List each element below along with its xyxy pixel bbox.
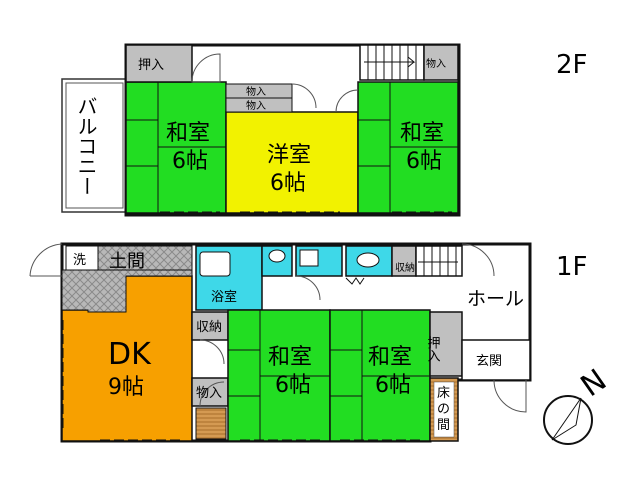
shuno-mid-label: 収納 xyxy=(196,320,222,335)
youshitsu-line2: 6帖 xyxy=(270,171,306,196)
oshiire-2f-label: 押入 xyxy=(138,58,164,73)
compass xyxy=(543,395,593,445)
floor-label-1f: 1F xyxy=(556,252,588,282)
dk-label-line1: DK xyxy=(108,337,152,372)
second-floor xyxy=(61,43,461,217)
washitsu-b-line1: 和室 xyxy=(368,345,412,370)
youshitsu-2f xyxy=(225,111,359,214)
monoire-1f xyxy=(191,377,229,407)
oshiire-1f-label: 押入 xyxy=(425,336,441,362)
sentaku-box xyxy=(65,245,99,271)
doma-label: 土間 xyxy=(109,251,145,272)
monoire-center-2-label: 物入 xyxy=(246,99,266,112)
sentaku-label: 洗 xyxy=(73,253,86,268)
washitsu-right-2f-line2: 6帖 xyxy=(406,149,442,174)
hall-label: ホール xyxy=(467,288,524,310)
tokonoma-label-1: 床 xyxy=(437,386,450,401)
shuno-mid xyxy=(191,311,229,341)
monoire-1f-label: 物入 xyxy=(196,386,222,401)
compass-north-label: N xyxy=(575,363,613,405)
oshiire-1f xyxy=(429,311,463,377)
doma-top-band xyxy=(97,245,193,271)
monoire-center-2 xyxy=(225,97,293,113)
washitsu-a-line1: 和室 xyxy=(268,345,312,370)
balcony-area xyxy=(61,78,128,213)
genkan-label: 玄関 xyxy=(476,354,502,369)
washitsu-left-2f-line2: 6帖 xyxy=(172,149,208,174)
shuno-top-label: 収納 xyxy=(395,261,415,274)
monoire-top-right xyxy=(423,44,459,81)
first-floor xyxy=(29,242,532,443)
doma-area xyxy=(61,269,193,313)
washitsu-a-line2: 6帖 xyxy=(275,373,311,398)
floor-label-2f: 2F xyxy=(556,50,588,80)
stairs-1f xyxy=(415,245,463,277)
oshiire-2f xyxy=(125,44,193,83)
dk-label-line2: 9帖 xyxy=(108,375,144,400)
monoire-1f-floor xyxy=(195,407,227,440)
monoire-center-1-label: 物入 xyxy=(246,85,266,98)
youshitsu-line1: 洋室 xyxy=(267,143,311,168)
balcony-label: バルコニー xyxy=(74,96,98,196)
yokushitsu-label: 浴室 xyxy=(211,289,237,305)
washitsu-right-2f-line1: 和室 xyxy=(400,121,444,146)
stairs-2f xyxy=(359,44,425,81)
genkan xyxy=(461,339,531,381)
tokonoma-label-3: 間 xyxy=(437,418,450,433)
tokonoma-label-2: の xyxy=(437,402,450,417)
washitsu-b-line2: 6帖 xyxy=(375,373,411,398)
monoire-top-right-label: 物入 xyxy=(426,57,446,70)
washitsu-left-2f-line1: 和室 xyxy=(166,121,210,146)
